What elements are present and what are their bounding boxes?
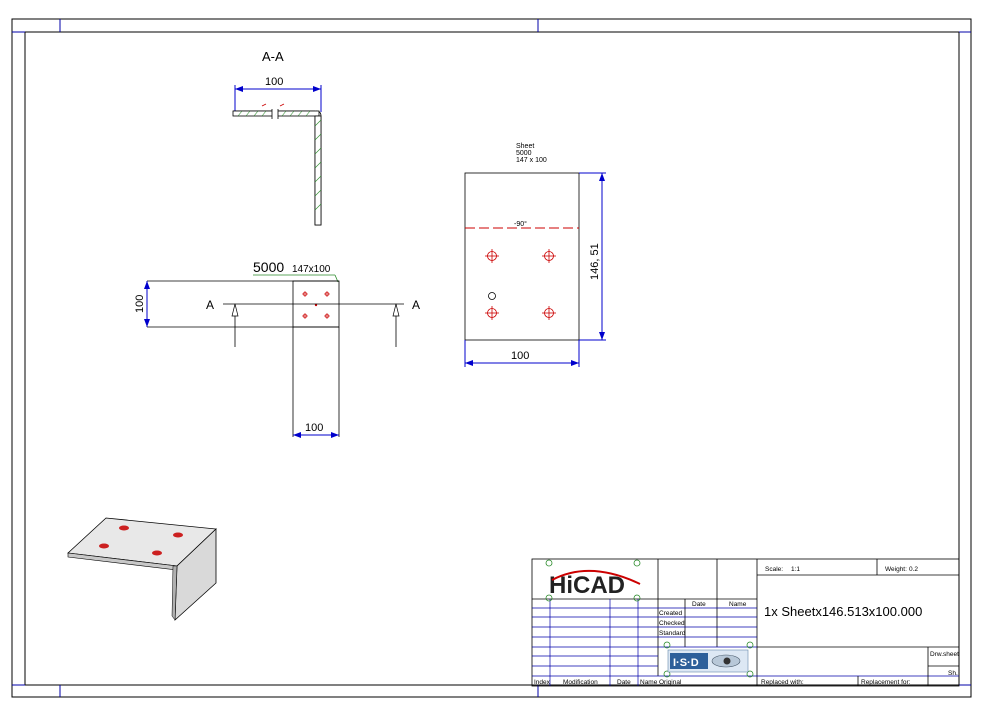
outer-frame: [11, 18, 972, 698]
title-block: HiCAD I·S·D Scale: 1:1 Weight: 0.2 Date …: [531, 558, 960, 687]
logo-handles: [545, 559, 754, 678]
col-modification: Modification: [563, 679, 598, 686]
replaced-with-label: Replaced with:: [761, 679, 804, 686]
scale-value: 1:1: [791, 566, 800, 573]
plan-view: 5000 147x100 100 100 A A: [134, 259, 420, 438]
isd-logo: I·S·D: [673, 657, 699, 669]
unfold-label-2: 5000: [516, 150, 532, 157]
unfold-dim-width: 100: [511, 350, 529, 362]
col-name: Name: [640, 679, 658, 686]
unfold-dim-height: 146, 51: [589, 243, 601, 280]
cut-label-right: A: [412, 298, 420, 312]
row-created: Created: [659, 610, 683, 617]
frame-ticks: [12, 19, 971, 697]
iso-view: [67, 517, 217, 621]
inner-frame: [24, 31, 960, 686]
unfold-label-1: Sheet: [516, 143, 534, 150]
col-original: Original: [659, 679, 682, 686]
replacement-for-label: Replacement for:: [861, 679, 911, 686]
weight-value: 0.2: [909, 566, 918, 573]
scale-label: Scale:: [765, 566, 783, 573]
unfolded-view: Sheet 5000 147 x 100 -90° 146, 51 100: [464, 143, 606, 367]
part-size-label: 147x100: [292, 264, 331, 275]
col-index: Index: [534, 679, 551, 686]
part-number-label: 5000: [253, 259, 284, 275]
drw-sheet-label: Drw.sheet: [930, 651, 959, 658]
col-date: Date: [617, 679, 631, 686]
plan-dim-height: 100: [134, 295, 146, 313]
row-standard: Standard: [659, 630, 686, 637]
unfold-label-3: 147 x 100: [516, 157, 547, 164]
section-title: A-A: [262, 49, 284, 64]
section-dim-width: 100: [265, 76, 283, 88]
weight-label: Weight:: [885, 566, 907, 573]
row-checked: Checked: [659, 620, 685, 627]
plan-dim-width: 100: [305, 422, 323, 434]
cut-label-left: A: [206, 298, 214, 312]
date-header: Date: [692, 601, 706, 608]
sheet-label: Sh.: [948, 670, 958, 677]
name-header: Name: [729, 601, 747, 608]
part-description: 1x Sheetx146.513x100.000: [764, 604, 922, 619]
bend-label: -90°: [514, 220, 527, 228]
section-view: A-A 100: [232, 49, 322, 226]
